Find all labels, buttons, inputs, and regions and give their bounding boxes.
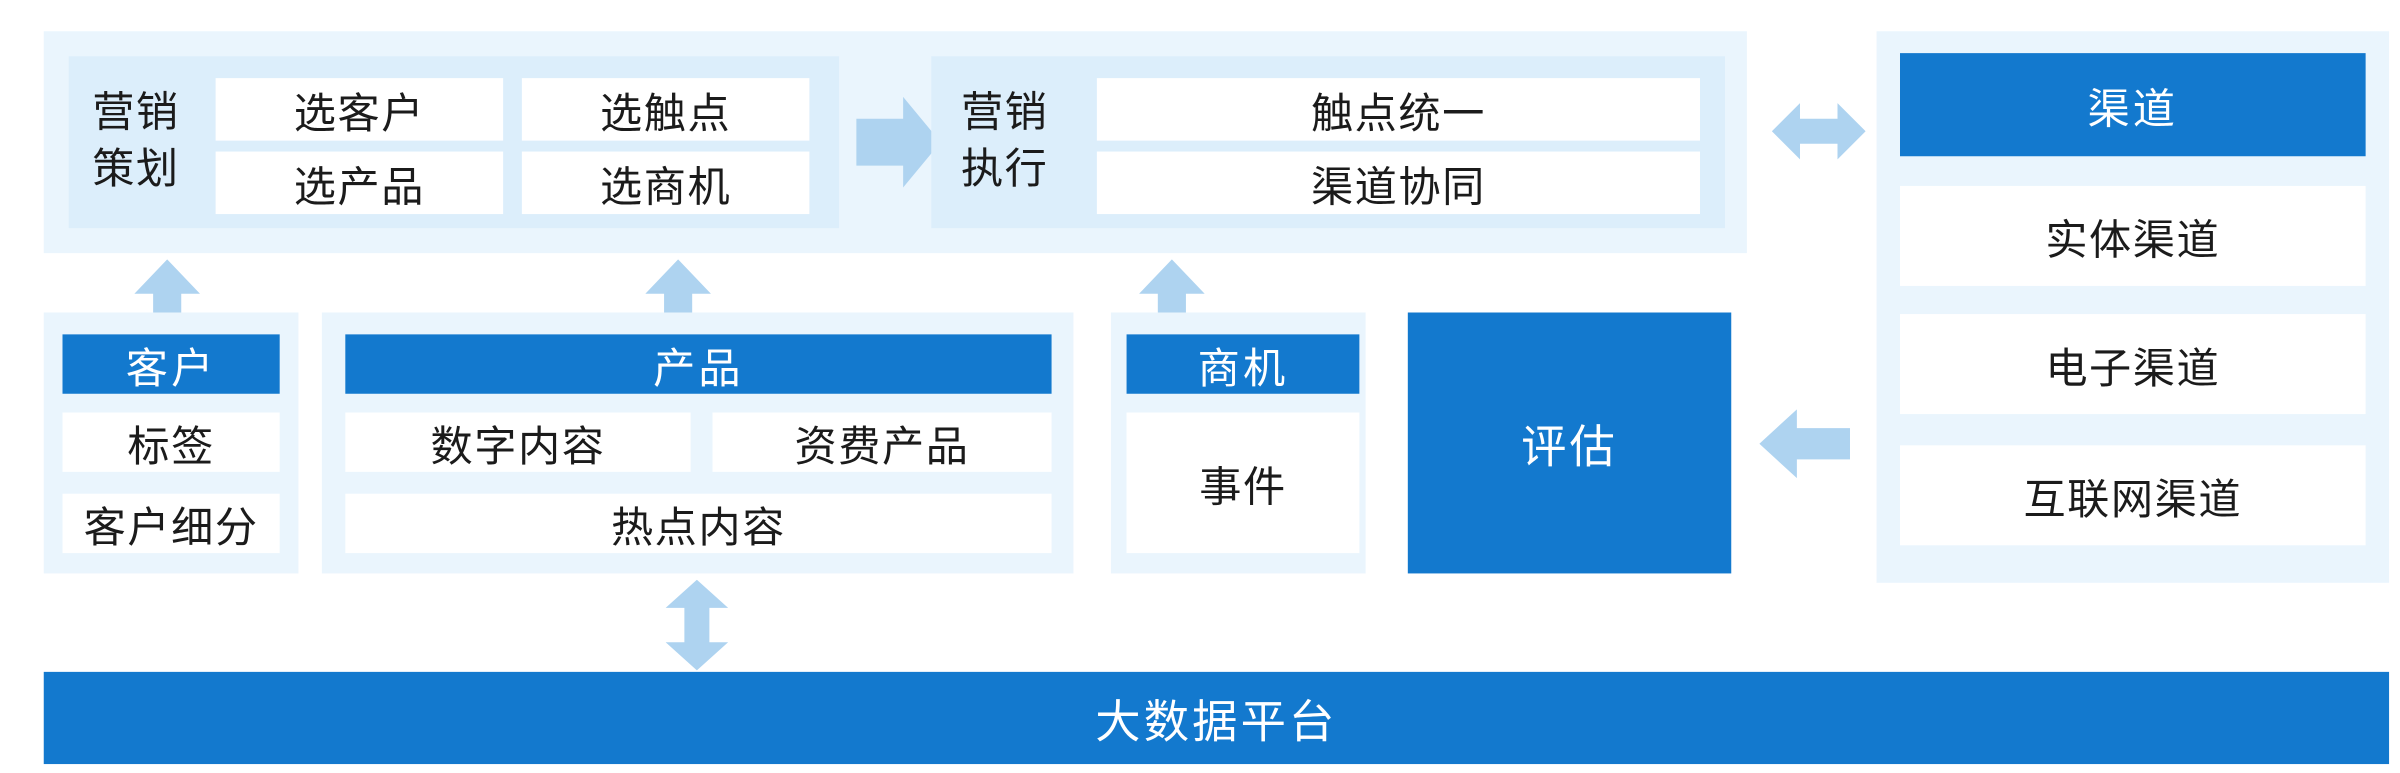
product-item-hot-content[interactable]: 热点内容 [345,493,1052,554]
execution-item-channel-collaboration[interactable]: 渠道协同 [1096,151,1700,215]
product-panel-header: 产品 [345,334,1052,394]
execution-item-touchpoint-unified[interactable]: 触点统一 [1096,78,1700,141]
channel-item-internet[interactable]: 互联网渠道 [1900,445,2366,546]
arrow-left-right-icon [1771,88,1866,176]
marketing-planning-label: 营销 策划 [92,89,180,193]
opportunity-panel-header: 商机 [1126,334,1360,394]
customer-panel-header: 客户 [62,334,280,394]
planning-item-select-opportunity[interactable]: 选商机 [521,151,810,215]
arrow-up-down-icon [665,579,729,671]
product-item-tariff-product[interactable]: 资费产品 [712,412,1052,472]
bigdata-platform-bar[interactable]: 大数据平台 [43,671,2390,765]
arrow-up-icon-product [645,259,711,329]
channel-item-electronic[interactable]: 电子渠道 [1900,314,2366,415]
arrow-left-icon [1759,409,1850,479]
product-item-digital-content[interactable]: 数字内容 [345,412,691,472]
arrow-right-icon [856,96,941,188]
opportunity-item-event[interactable]: 事件 [1126,412,1360,554]
evaluation-block[interactable]: 评估 [1407,312,1732,574]
marketing-execution-label: 营销 执行 [960,89,1049,193]
arrow-up-icon-customer [134,259,200,329]
channel-column-header: 渠道 [1900,53,2366,157]
customer-item-tag[interactable]: 标签 [62,412,280,472]
arrow-up-icon-opportunity [1139,259,1205,329]
customer-item-segmentation[interactable]: 客户细分 [62,493,280,554]
planning-item-select-product[interactable]: 选产品 [215,151,504,215]
planning-item-select-touchpoint[interactable]: 选触点 [521,78,810,141]
planning-item-select-customer[interactable]: 选客户 [215,78,504,141]
channel-item-physical[interactable]: 实体渠道 [1900,185,2366,286]
